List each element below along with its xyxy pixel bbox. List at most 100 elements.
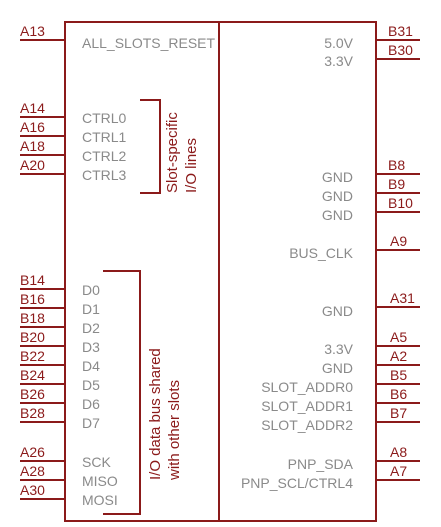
pin-b14: B14 D0 <box>20 272 100 298</box>
signal-label: CTRL1 <box>82 129 127 145</box>
left-pin-group: A13 ALL_SLOTS_RESET A14 CTRL0 A16 CTRL1 … <box>20 23 216 508</box>
pin-a26: A26 SCK <box>20 444 111 470</box>
pin-number: B6 <box>390 386 407 402</box>
signal-label: SCK <box>82 454 111 470</box>
pin-number: B10 <box>388 195 413 211</box>
pin-a7: A7 PNP_SCL/CTRL4 <box>241 463 420 491</box>
pin-number: B30 <box>388 42 413 58</box>
pin-number: A14 <box>20 100 45 116</box>
pin-number: B9 <box>388 176 405 192</box>
signal-label: D0 <box>82 282 100 298</box>
pin-b5: B5 SLOT_ADDR0 <box>261 367 420 395</box>
pin-a9: A9 BUS_CLK <box>289 233 420 261</box>
signal-label: D3 <box>82 339 100 355</box>
pin-b30: B30 3.3V <box>324 42 420 69</box>
signal-label: GND <box>322 303 353 319</box>
pin-a18: A18 CTRL2 <box>20 138 127 164</box>
signal-label: D4 <box>82 358 100 374</box>
component-body <box>64 21 377 522</box>
pin-a8: A8 PNP_SDA <box>288 444 420 472</box>
pin-a28: A28 MISO <box>20 463 118 489</box>
slot-io-bracket <box>140 99 161 194</box>
slot-io-annotation: Slot-specific I/O lines <box>140 99 200 194</box>
pin-a20: A20 CTRL3 <box>20 157 127 183</box>
signal-label: D6 <box>82 396 100 412</box>
pin-b18: B18 D2 <box>20 310 100 336</box>
pin-a13: A13 ALL_SLOTS_RESET <box>20 23 216 51</box>
pin-number: B26 <box>20 386 45 402</box>
data-bus-label-line2: with other slots <box>166 380 183 481</box>
pin-number: A20 <box>20 157 45 173</box>
pin-b28: B28 D7 <box>20 405 100 431</box>
signal-label: PNP_SDA <box>288 456 354 472</box>
pin-b20: B20 D3 <box>20 329 100 355</box>
signal-label: D7 <box>82 415 100 431</box>
signal-label: D2 <box>82 320 100 336</box>
pin-b9: B9 GND <box>322 176 420 204</box>
pin-number: A8 <box>390 444 407 460</box>
pin-number: A13 <box>20 23 45 39</box>
signal-label: ALL_SLOTS_RESET <box>82 35 216 51</box>
signal-label: 3.3V <box>324 53 353 69</box>
slot-io-label-line1: Slot-specific <box>164 112 181 193</box>
signal-label: GND <box>322 207 353 223</box>
pin-number: A2 <box>390 348 407 364</box>
pin-b16: B16 D1 <box>20 291 100 317</box>
pin-b22: B22 D4 <box>20 348 100 374</box>
data-bus-label-line1: I/O data bus shared <box>147 348 164 480</box>
pin-b7: B7 SLOT_ADDR2 <box>261 405 420 433</box>
pin-number: A31 <box>390 290 415 306</box>
signal-label: D1 <box>82 301 100 317</box>
pin-b10: B10 GND <box>322 195 420 223</box>
signal-label: CTRL2 <box>82 148 127 164</box>
pin-a2: A2 GND <box>322 348 420 376</box>
pin-number: A5 <box>390 329 407 345</box>
signal-label: SLOT_ADDR2 <box>261 417 353 433</box>
pin-b26: B26 D6 <box>20 386 100 412</box>
pin-number: B8 <box>388 157 405 173</box>
pin-number: B24 <box>20 367 45 383</box>
pin-a16: A16 CTRL1 <box>20 119 127 145</box>
pin-number: A7 <box>390 463 407 479</box>
signal-label: CTRL3 <box>82 167 127 183</box>
signal-label: SLOT_ADDR0 <box>261 379 353 395</box>
signal-label: MISO <box>82 473 118 489</box>
signal-label: 3.3V <box>324 341 353 357</box>
pin-number: A18 <box>20 138 45 154</box>
pin-number: A26 <box>20 444 45 460</box>
pin-number: B22 <box>20 348 45 364</box>
pin-number: B28 <box>20 405 45 421</box>
signal-label: CTRL0 <box>82 110 127 126</box>
pin-a5: A5 3.3V <box>324 329 420 357</box>
signal-label: BUS_CLK <box>289 245 353 261</box>
signal-label: GND <box>322 188 353 204</box>
signal-label: PNP_SCL/CTRL4 <box>241 475 353 491</box>
pin-number: B7 <box>390 405 407 421</box>
signal-label: MOSI <box>82 492 118 508</box>
pin-b6: B6 SLOT_ADDR1 <box>261 386 420 414</box>
pin-number: B5 <box>390 367 407 383</box>
pin-a14: A14 CTRL0 <box>20 100 127 126</box>
signal-label: SLOT_ADDR1 <box>261 398 353 414</box>
signal-label: GND <box>322 360 353 376</box>
pin-number: A28 <box>20 463 45 479</box>
pin-b31: B31 5.0V <box>324 23 420 51</box>
pin-number: B16 <box>20 291 45 307</box>
slot-io-label-line2: I/O lines <box>183 138 200 193</box>
pin-a31: A31 GND <box>322 290 420 319</box>
pin-number: B14 <box>20 272 45 288</box>
pin-number: A9 <box>390 233 407 249</box>
signal-label: GND <box>322 169 353 185</box>
pin-number: B31 <box>388 23 413 39</box>
pin-number: A30 <box>20 482 45 498</box>
data-bus-annotation: I/O data bus shared with other slots <box>103 270 183 515</box>
signal-label: 5.0V <box>324 35 353 51</box>
pin-b24: B24 D5 <box>20 367 100 393</box>
pin-b8: B8 GND <box>322 157 420 185</box>
pin-number: A16 <box>20 119 45 135</box>
right-pin-group: B31 5.0V B30 3.3V B8 GND B9 GND B10 GND … <box>241 23 420 491</box>
pin-a30: A30 MOSI <box>20 482 118 508</box>
pin-number: B18 <box>20 310 45 326</box>
